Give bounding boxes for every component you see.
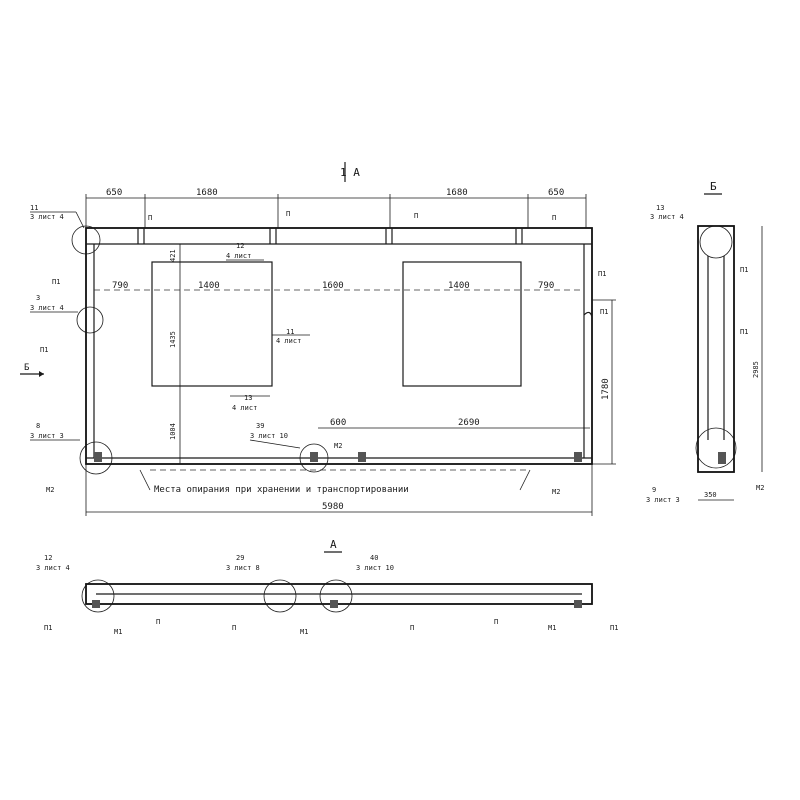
dim-1400-left: 1400: [198, 281, 220, 291]
svg-text:3 лист 8: 3 лист 8: [226, 564, 260, 572]
dim-1435: 1435: [169, 331, 177, 348]
svg-text:4 лист: 4 лист: [232, 404, 257, 412]
svg-text:П1: П1: [52, 278, 60, 286]
svg-text:П1: П1: [44, 624, 52, 632]
dim-side-height: 2985: [752, 361, 760, 378]
section-mark-a: 1 А: [340, 166, 360, 179]
svg-text:40: 40: [370, 554, 378, 562]
svg-text:4 лист: 4 лист: [276, 337, 301, 345]
anchor-center-2: [358, 452, 366, 462]
svg-text:П: П: [494, 618, 498, 626]
section-callout-left: [81, 579, 115, 613]
svg-text:3 лист 3: 3 лист 3: [30, 432, 64, 440]
section-callout-right: [319, 579, 353, 613]
marks-front: П П П П П1 П1 П1 П1 М2 М2 М2: [40, 210, 608, 496]
svg-text:М1: М1: [300, 628, 308, 636]
svg-text:3: 3: [36, 294, 40, 302]
svg-text:П: П: [552, 214, 556, 222]
section-view-a: А 12 3 лист 4 29 3 лист 8 40 3 лист 10 П…: [36, 538, 618, 636]
callouts-front: 11 3 лист 4 3 3 лист 4 12 4 лист 11 4 ли…: [30, 204, 310, 449]
anchor-center: [310, 452, 318, 462]
dim-1780: 1780: [601, 378, 611, 400]
svg-text:3 лист 4: 3 лист 4: [30, 213, 64, 221]
dim-790-right: 790: [538, 281, 554, 291]
dim-600: 600: [330, 418, 346, 428]
side-callout-bottom: [695, 427, 737, 469]
side-outline: [697, 225, 735, 473]
svg-text:3 лист 10: 3 лист 10: [356, 564, 394, 572]
svg-text:П1: П1: [40, 346, 48, 354]
svg-text:М2: М2: [756, 484, 764, 492]
dim-650-left: 650: [106, 188, 122, 198]
svg-text:29: 29: [236, 554, 244, 562]
view-b-title: Б: [710, 180, 717, 193]
dim-1680-right: 1680: [446, 188, 468, 198]
dim-1400-right: 1400: [448, 281, 470, 291]
svg-text:4 лист: 4 лист: [226, 252, 251, 260]
svg-text:П: П: [414, 212, 418, 220]
anchor-left: [94, 452, 102, 462]
arrow-b-label: Б: [24, 363, 29, 373]
svg-text:П: П: [410, 624, 414, 632]
svg-text:8: 8: [36, 422, 40, 430]
callout-circle-39: [299, 443, 329, 473]
svg-text:3 лист 4: 3 лист 4: [36, 564, 70, 572]
side-view-b: Б 2985 350 13 3 лист 4 9 3 лист 3 П1 П1 …: [646, 180, 764, 504]
svg-text:П1: П1: [740, 328, 748, 336]
svg-text:П1: П1: [610, 624, 618, 632]
side-callout-top: [699, 225, 733, 259]
front-view: 650 1680 1680 650 790 1400 1600 1400 790…: [20, 162, 616, 516]
dim-350: 350: [704, 491, 717, 499]
support-note: Места опирания при хранении и транспорти…: [154, 485, 409, 495]
dim-1004: 1004: [169, 423, 177, 440]
svg-text:11: 11: [286, 328, 294, 336]
svg-text:11: 11: [30, 204, 38, 212]
svg-text:М2: М2: [334, 442, 342, 450]
svg-text:3 лист 10: 3 лист 10: [250, 432, 288, 440]
dim-5980: 5980: [322, 502, 344, 512]
dim-790-left: 790: [112, 281, 128, 291]
panel-outline: [85, 227, 593, 465]
dim-2690: 2690: [458, 418, 480, 428]
section-outline: [85, 583, 593, 605]
svg-text:П1: П1: [740, 266, 748, 274]
section-callout-mid: [263, 579, 297, 613]
view-a-title: А: [330, 538, 337, 551]
svg-text:3 лист 3: 3 лист 3: [646, 496, 680, 504]
svg-text:3 лист 4: 3 лист 4: [30, 304, 64, 312]
window-opening-left: [151, 261, 273, 387]
svg-text:3 лист 4: 3 лист 4: [650, 213, 684, 221]
svg-text:М2: М2: [552, 488, 560, 496]
anchor-right: [574, 452, 582, 462]
svg-text:13: 13: [656, 204, 664, 212]
right-notch: [583, 311, 593, 318]
callout-circle-3: [76, 306, 104, 334]
svg-text:12: 12: [44, 554, 52, 562]
top-loops: [137, 228, 523, 244]
dim-1600: 1600: [322, 281, 344, 291]
svg-text:П: П: [286, 210, 290, 218]
dim-650-right: 650: [548, 188, 564, 198]
svg-text:П: П: [148, 214, 152, 222]
svg-text:9: 9: [652, 486, 656, 494]
dim-421: 421: [169, 249, 177, 262]
svg-text:П1: П1: [598, 270, 606, 278]
svg-text:М1: М1: [114, 628, 122, 636]
svg-text:М1: М1: [548, 624, 556, 632]
svg-text:П: П: [232, 624, 236, 632]
svg-text:П1: П1: [600, 308, 608, 316]
window-opening-right: [402, 261, 522, 387]
svg-text:М2: М2: [46, 486, 54, 494]
svg-text:12: 12: [236, 242, 244, 250]
svg-text:13: 13: [244, 394, 252, 402]
svg-text:П: П: [156, 618, 160, 626]
callout-circle-8: [79, 441, 113, 475]
dim-1680-left: 1680: [196, 188, 218, 198]
svg-text:39: 39: [256, 422, 264, 430]
